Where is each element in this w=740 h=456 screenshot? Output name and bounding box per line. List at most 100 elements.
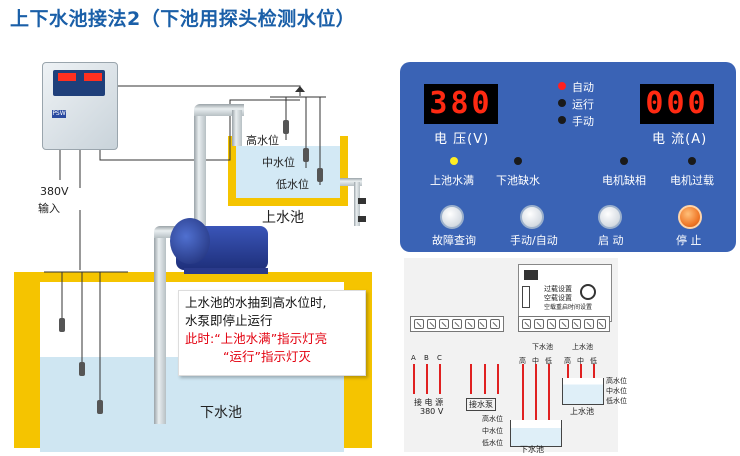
probe-wire: [593, 364, 595, 386]
terminal: [452, 319, 462, 329]
valve-icon: [358, 216, 366, 222]
upper-mid-level-label: 中水位: [262, 156, 295, 169]
probe-wire: [548, 364, 550, 428]
overload-label: 电机过载: [670, 174, 714, 187]
setting-label: 空载重启时间设置: [544, 304, 593, 311]
manual-auto-label: 手动/自动: [510, 234, 558, 247]
lower-empty-led: [514, 157, 522, 165]
power-voltage-label: 380 V: [420, 407, 444, 416]
probe-mid-label: 中: [532, 357, 539, 365]
probe-low-label: 低: [545, 357, 552, 365]
controller-led: [84, 73, 102, 81]
power-terminal-strip: [410, 316, 504, 332]
voltage-display: 380: [424, 84, 498, 124]
manual-mode-label: 手动: [572, 115, 594, 128]
suction-pipe: [154, 234, 166, 424]
phase-loss-led: [620, 157, 628, 165]
lower-tank-label: 下水池: [200, 405, 242, 421]
small-lower-pool: [510, 420, 562, 447]
note-line: 上水池的水抽到高水位时,: [185, 295, 327, 310]
lower-empty-label: 下池缺水: [496, 174, 540, 187]
stop-label: 停 止: [676, 234, 702, 247]
manual-mode-led: [558, 116, 566, 124]
stop-button[interactable]: [678, 205, 702, 229]
terminal: [534, 319, 544, 329]
page-title: 上下水池接法2（下池用探头检测水位）: [10, 8, 356, 30]
discharge-outlet: [232, 110, 242, 146]
controller-led: [58, 73, 76, 81]
discharge-elbow: [194, 104, 244, 116]
left-mid-level-label: 中水位: [482, 427, 503, 435]
fault-query-label: 故障查询: [432, 234, 476, 247]
dip-switch-icon: [522, 286, 530, 308]
pump-wire: [484, 364, 486, 394]
power-label: 接 电 源: [414, 398, 444, 407]
small-lower-pool-label: 下水池: [520, 445, 544, 454]
upper-full-led: [450, 157, 458, 165]
right-low-level-label: 低水位: [606, 397, 627, 405]
controller-logo: PSW: [52, 110, 66, 118]
terminal-c-label: C: [437, 354, 442, 362]
pump-head: [170, 218, 210, 264]
voltage-label: 电 压(V): [434, 132, 490, 147]
probe-terminal-strip: [518, 316, 610, 332]
probe-high-label: 高: [519, 357, 526, 365]
probe-wire: [567, 364, 569, 386]
small-upper-pool: [562, 378, 604, 405]
terminal: [477, 319, 488, 329]
probe-low-label: 低: [590, 357, 597, 365]
current-label: 电 流(A): [652, 132, 708, 147]
pump-wire: [470, 364, 472, 394]
terminal: [414, 319, 424, 329]
setting-label: 空载设置: [544, 294, 572, 302]
lower-pool-terminal-label: 下水池: [532, 343, 553, 351]
manual-auto-button[interactable]: [520, 205, 544, 229]
small-upper-pool-label: 上水池: [570, 407, 594, 416]
probe-wire: [522, 364, 524, 440]
note-line: “运行”指示灯灭: [223, 349, 311, 364]
valve-icon: [358, 198, 366, 204]
running-label: 运行: [572, 98, 594, 111]
probe-wire: [535, 364, 537, 434]
switch-icon: [524, 270, 538, 280]
fault-query-button[interactable]: [440, 205, 464, 229]
terminal: [522, 319, 532, 329]
upper-low-level-label: 低水位: [276, 178, 309, 191]
phase-loss-label: 电机缺相: [602, 174, 646, 187]
terminal: [546, 319, 557, 329]
current-display: 000: [640, 84, 714, 124]
right-mid-level-label: 中水位: [606, 387, 627, 395]
probe-high-label: 高: [564, 357, 571, 365]
upper-full-label: 上池水满: [430, 174, 474, 187]
upper-high-level-label: 高水位: [246, 134, 279, 147]
upper-pool-terminal-label: 上水池: [572, 343, 593, 351]
voltage-label: 380V: [40, 185, 69, 198]
probe-mid-label: 中: [577, 357, 584, 365]
setting-label: 过载设置: [544, 285, 572, 293]
terminal: [571, 319, 582, 329]
pump-wire: [497, 364, 499, 394]
start-button[interactable]: [598, 205, 622, 229]
upper-outlet-drop: [354, 182, 360, 226]
dial-icon: [580, 284, 596, 300]
note-line: 此时:“上池水满”指示灯亮: [185, 331, 328, 346]
right-high-level-label: 高水位: [606, 377, 627, 385]
terminal: [559, 319, 569, 329]
left-low-level-label: 低水位: [482, 439, 503, 447]
probe-wire: [580, 364, 582, 386]
left-high-level-label: 高水位: [482, 415, 503, 423]
running-led: [558, 99, 566, 107]
pump-label: 接水泵: [466, 398, 496, 411]
wire-c: [439, 364, 441, 394]
terminal: [596, 319, 606, 329]
terminal-b-label: B: [424, 354, 429, 362]
upper-tank-label: 上水池: [262, 210, 304, 226]
note-line: 水泵即停止运行: [185, 313, 273, 328]
terminal: [439, 319, 450, 329]
pump-base: [184, 268, 268, 274]
input-label: 输入: [38, 202, 60, 215]
discharge-pipe: [194, 110, 206, 230]
auto-mode-led: [558, 82, 566, 90]
explanation-note: 上水池的水抽到高水位时, 水泵即停止运行 此时:“上池水满”指示灯亮 “运行”指…: [178, 290, 366, 376]
terminal: [426, 319, 437, 329]
